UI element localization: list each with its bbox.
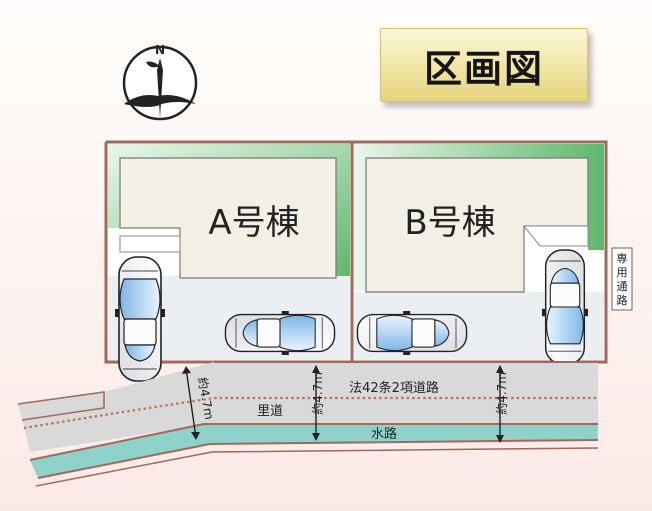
- north-arrow-crane-icon: [124, 58, 196, 118]
- compass: N: [122, 43, 198, 121]
- car-b-horizontal: [356, 310, 468, 356]
- village-road-label: 里道: [257, 404, 283, 419]
- page-title: 区画図: [423, 45, 544, 91]
- waterway-edge-bottom: [37, 439, 599, 479]
- waterway-label: 水路: [371, 426, 397, 442]
- car-a-vertical: [114, 256, 166, 382]
- road-edge-left: [17, 391, 105, 421]
- waterway-edge-top: [29, 423, 598, 461]
- car-b-vertical: [541, 249, 589, 365]
- road-surface: [18, 362, 598, 452]
- outer-edge: [35, 447, 599, 487]
- north-label: N: [155, 43, 165, 57]
- dimension-right: 約4.7m: [494, 365, 509, 443]
- car-a-horizontal: [224, 310, 336, 356]
- dimension-left: 約4.7m: [182, 366, 217, 440]
- road-boundary-dotted: [23, 396, 598, 430]
- dimension-center: 約4.7m: [310, 365, 325, 441]
- building-b: B号棟: [365, 157, 589, 293]
- title-plate: 区画図: [380, 28, 588, 102]
- road-42-2-label: 法42条2項道路: [349, 380, 439, 396]
- building-a: A号棟: [119, 157, 337, 279]
- width-right-label: 約4.7m: [494, 372, 509, 415]
- private-passage-label: 専用通路: [617, 252, 628, 307]
- private-passage-tag: 専用通路: [611, 247, 633, 311]
- building-b-label: B号棟: [404, 203, 495, 243]
- building-a-label: A号棟: [208, 203, 299, 243]
- width-center-label: 約4.7m: [310, 372, 325, 415]
- waterway: [30, 424, 598, 478]
- width-left-label: 約4.7m: [195, 376, 217, 421]
